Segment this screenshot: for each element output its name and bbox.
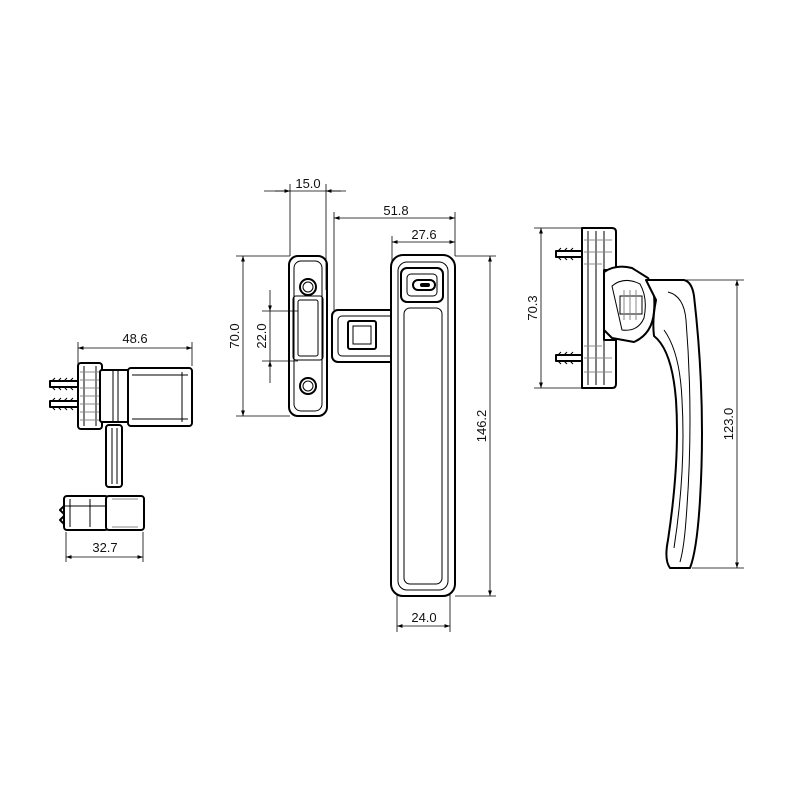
side-collar bbox=[99, 369, 131, 423]
side-handle-block bbox=[127, 367, 193, 427]
screw-hole-bottom bbox=[299, 377, 317, 395]
profile-view: 70.3 123.0 bbox=[525, 227, 744, 569]
screw-upper bbox=[49, 377, 81, 391]
dimension-label-24-0: 24.0 bbox=[411, 610, 436, 625]
dimension-label-22-0: 22.0 bbox=[254, 323, 269, 348]
dimension-146-2: 146.2 bbox=[455, 255, 496, 597]
dimension-70-0: 70.0 bbox=[227, 255, 290, 417]
dimension-51-8: 51.8 bbox=[333, 203, 456, 310]
dimension-label-32-7: 32.7 bbox=[92, 540, 117, 555]
profile-handle-lever bbox=[645, 279, 703, 569]
side-view-assembly: 48.6 bbox=[49, 331, 193, 488]
dimension-27-6: 27.6 bbox=[391, 227, 455, 262]
dimension-15-0: 15.0 bbox=[264, 176, 346, 290]
dimension-48-6: 48.6 bbox=[77, 331, 193, 366]
dimension-22-0: 22.0 bbox=[254, 290, 298, 383]
dimension-24-0: 24.0 bbox=[396, 594, 451, 632]
profile-screw-upper bbox=[555, 247, 583, 261]
dimension-70-3: 70.3 bbox=[525, 227, 584, 389]
dimension-label-123-0: 123.0 bbox=[721, 408, 736, 441]
dimension-label-70-3: 70.3 bbox=[525, 295, 540, 320]
bolt-keeper: 32.7 bbox=[59, 495, 145, 562]
spindle-square bbox=[347, 320, 377, 350]
dimension-label-146-2: 146.2 bbox=[474, 410, 489, 443]
screw-hole-top bbox=[299, 278, 317, 296]
dimension-label-51-8: 51.8 bbox=[383, 203, 408, 218]
dimension-123-0: 123.0 bbox=[686, 279, 744, 569]
side-spindle bbox=[105, 424, 123, 488]
profile-hub bbox=[603, 265, 656, 343]
dimension-label-27-6: 27.6 bbox=[411, 227, 436, 242]
front-view: 15.0 51.8 27.6 70.0 22.0 bbox=[227, 176, 496, 632]
dimension-32-7: 32.7 bbox=[65, 532, 144, 562]
dimension-label-48-6: 48.6 bbox=[122, 331, 147, 346]
profile-base-plate bbox=[581, 227, 617, 389]
profile-screw-lower bbox=[555, 351, 583, 365]
dimension-label-15-0: 15.0 bbox=[295, 176, 320, 191]
handle-body bbox=[390, 254, 456, 597]
screw-lower bbox=[49, 397, 81, 411]
dimension-label-70-0: 70.0 bbox=[227, 323, 242, 348]
